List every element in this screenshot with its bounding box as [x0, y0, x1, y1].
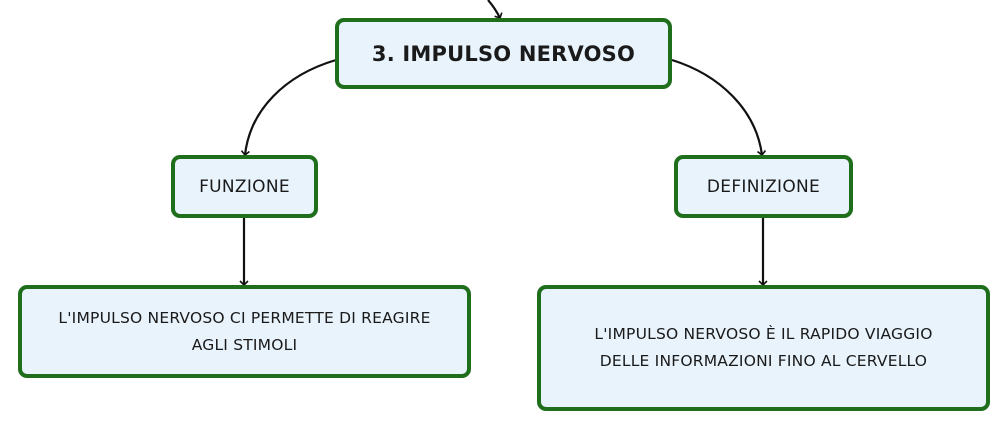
detail-node-definizione[interactable]: L'IMPULSO NERVOSO È IL RAPIDO VIAGGIO DE…: [537, 285, 990, 411]
connector-root-to-definizione: [671, 58, 767, 157]
detail-node-funzione[interactable]: L'IMPULSO NERVOSO CI PERMETTE DI REAGIRE…: [18, 285, 471, 378]
branch-node-funzione-label: FUNZIONE: [199, 176, 290, 197]
detail-node-funzione-text: L'IMPULSO NERVOSO CI PERMETTE DI REAGIRE…: [58, 308, 431, 354]
root-node-label: 3. IMPULSO NERVOSO: [371, 41, 636, 66]
incoming-connector: [487, 0, 503, 20]
detail-node-definizione-text: L'IMPULSO NERVOSO È IL RAPIDO VIAGGIO DE…: [594, 325, 933, 370]
branch-node-definizione[interactable]: DEFINIZIONE: [674, 155, 853, 218]
root-node[interactable]: 3. IMPULSO NERVOSO: [335, 18, 672, 89]
branch-node-definizione-label: DEFINIZIONE: [706, 176, 821, 197]
connector-root-to-funzione: [240, 58, 337, 157]
branch-node-funzione[interactable]: FUNZIONE: [171, 155, 318, 218]
